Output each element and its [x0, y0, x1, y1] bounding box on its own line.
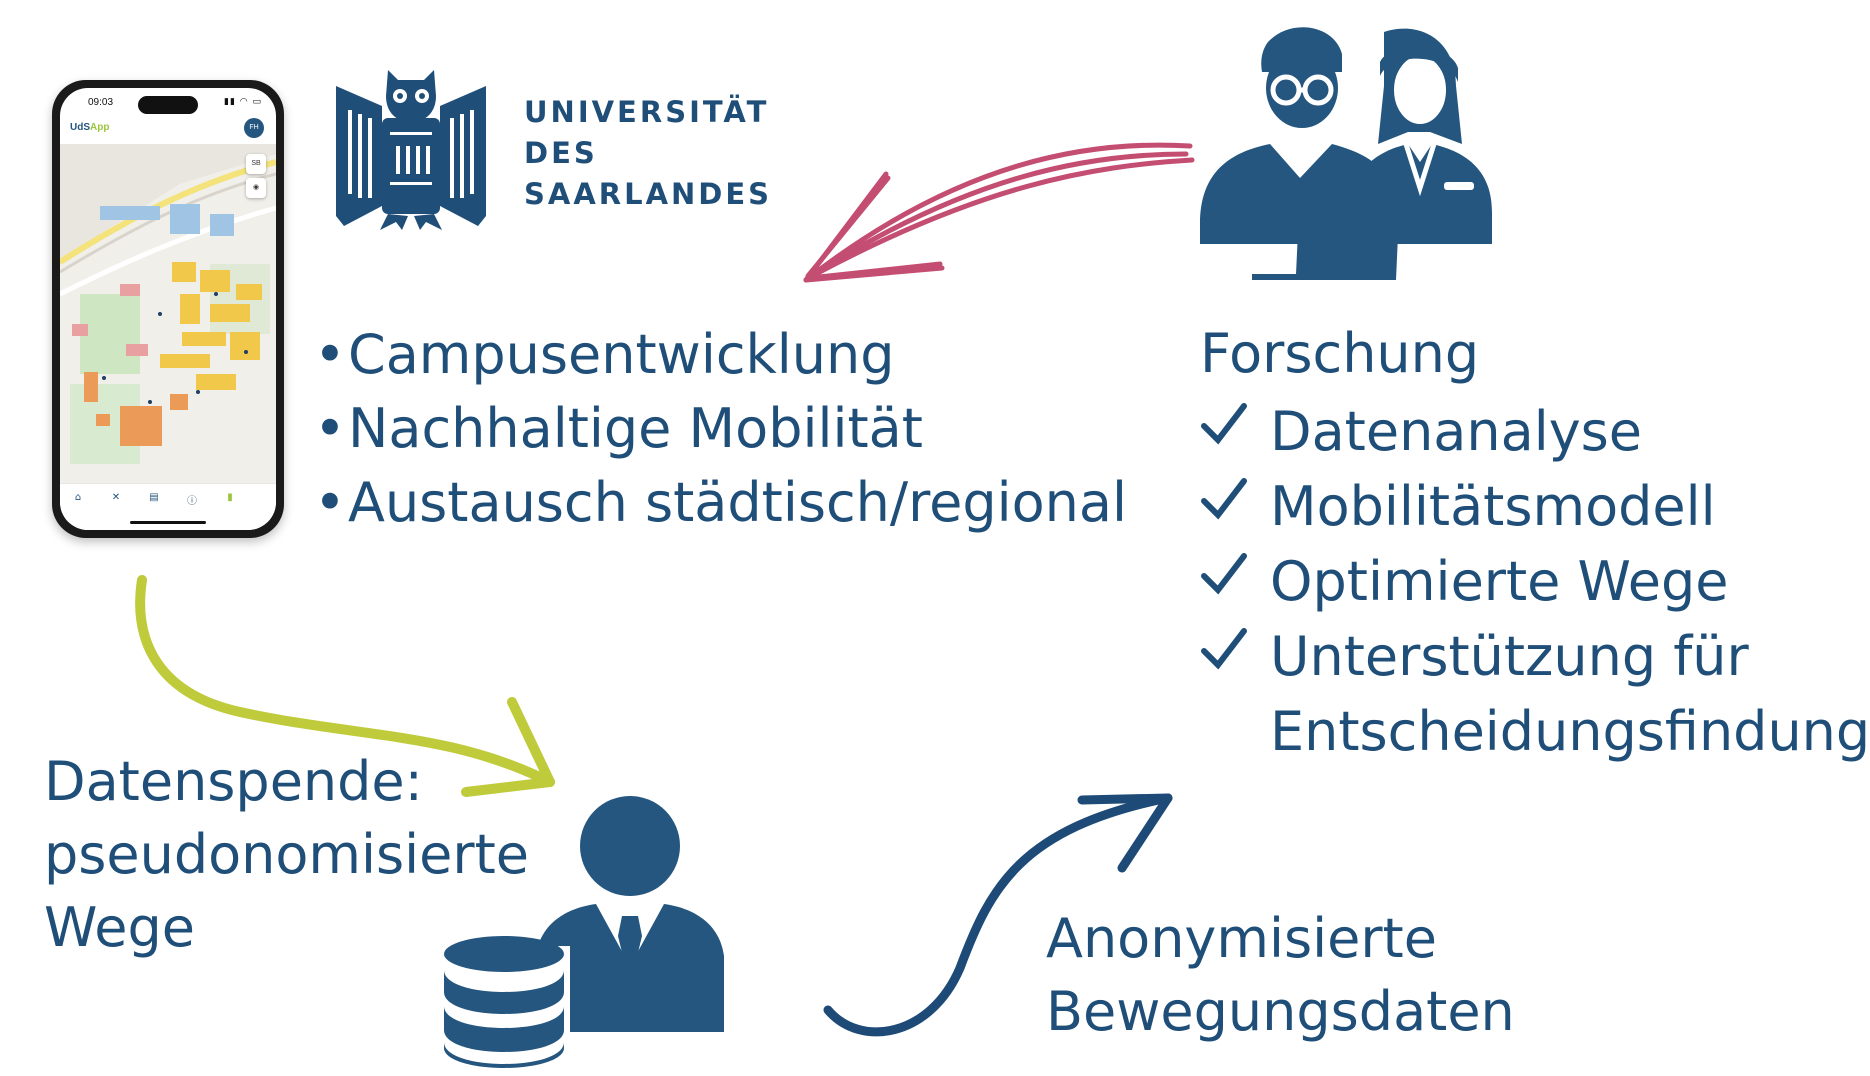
avatar[interactable]: FH: [244, 118, 264, 138]
app-name-part1: UdS: [70, 122, 90, 133]
research-item-label: Mobilitätsmodell: [1270, 475, 1716, 538]
donation-line-3: Wege: [44, 896, 195, 959]
phone-screen: 09:03 ▮▮ ◠ ▭ UdSApp FH: [60, 88, 276, 530]
phone-status-bar: 09:03 ▮▮ ◠ ▭: [60, 88, 276, 116]
arrow-research-to-university: [790, 130, 1210, 290]
research-item: Unterstützung für: [1200, 619, 1870, 694]
dynamic-island: [138, 96, 198, 114]
data-manager-icon: [436, 796, 728, 1074]
status-time: 09:03: [88, 97, 114, 108]
logo-line-2: DES: [524, 136, 598, 170]
donation-text: Datenspende: pseudonomisierte Wege: [44, 745, 529, 964]
logo-line-3: SAARLANDES: [524, 177, 773, 211]
research-item: Mobilitätsmodell: [1200, 469, 1870, 544]
arrow-app-to-donation: [120, 572, 580, 804]
researchers-icon: [1200, 12, 1524, 292]
research-item: Datenanalyse: [1200, 394, 1870, 469]
anonymized-text: Anonymisierte Bewegungsdaten: [1046, 902, 1515, 1048]
goal-item-label: Campusentwicklung: [348, 323, 895, 386]
research-item-label: Entscheidungsfindung: [1270, 700, 1870, 763]
anonymized-line-1: Anonymisierte: [1046, 907, 1437, 970]
research-item-label: Optimierte Wege: [1270, 550, 1729, 613]
research-item-continued: Entscheidungsfindung: [1200, 694, 1870, 769]
location-button[interactable]: SB: [246, 154, 266, 174]
research-title: Forschung: [1200, 322, 1480, 385]
checkmark-icon: [1200, 469, 1248, 529]
donation-line-2: pseudonomisierte: [44, 823, 529, 886]
status-icons: ▮▮ ◠ ▭: [224, 97, 262, 107]
app-name-part2: App: [90, 122, 110, 133]
dining-tab-icon[interactable]: ✕: [111, 492, 121, 503]
anonymized-line-2: Bewegungsdaten: [1046, 980, 1515, 1043]
app-logo[interactable]: UdSApp: [70, 122, 109, 133]
research-item: Optimierte Wege: [1200, 544, 1870, 619]
info-tab-icon[interactable]: ⓘ: [187, 496, 197, 507]
phone-mockup: 09:03 ▮▮ ◠ ▭ UdSApp FH: [52, 80, 284, 538]
tab-bar: ⌂ ✕ ▤ ⓘ ▮: [60, 483, 276, 530]
goal-item: •Nachhaltige Mobilität: [314, 397, 923, 460]
goals-list: •Campusentwicklung •Nachhaltige Mobilitä…: [314, 318, 1127, 540]
research-item-label: Datenanalyse: [1270, 400, 1643, 463]
checkmark-icon: [1200, 544, 1248, 604]
goal-item-label: Austausch städtisch/regional: [348, 471, 1127, 534]
donation-line-1: Datenspende:: [44, 750, 423, 813]
home-indicator: [130, 521, 206, 524]
checkmark-icon: [1200, 619, 1248, 679]
research-item-label: Unterstützung für: [1270, 625, 1749, 688]
owl-seal-logo: [336, 66, 486, 230]
research-list: Datenanalyse Mobilitätsmodell Optimierte…: [1200, 394, 1870, 769]
app-header: UdSApp FH: [60, 116, 276, 142]
goal-item: •Austausch städtisch/regional: [314, 471, 1127, 534]
goal-item: •Campusentwicklung: [314, 323, 895, 386]
layers-button[interactable]: ◉: [246, 178, 266, 198]
campus-map[interactable]: SB ◉: [60, 144, 276, 486]
checkmark-icon: [1200, 394, 1248, 454]
map-tab-icon[interactable]: ▮: [227, 492, 233, 503]
goal-item-label: Nachhaltige Mobilität: [348, 397, 923, 460]
arrow-data-to-research: [820, 788, 1180, 1048]
home-tab-icon[interactable]: ⌂: [74, 492, 82, 503]
logo-line-1: UNIVERSITÄT: [524, 95, 770, 129]
news-tab-icon[interactable]: ▤: [149, 492, 159, 503]
